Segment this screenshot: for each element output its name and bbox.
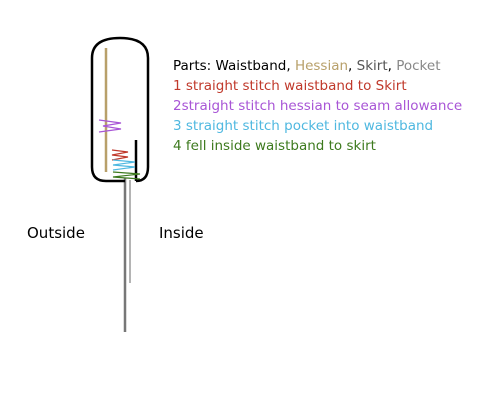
waistband-outline [90,36,150,183]
legend-step-3: 3 straight stitch pocket into waistband [173,118,434,134]
inside-label: Inside [159,224,204,242]
stitch-3-pocket [112,159,136,171]
legend-separator: , [286,58,295,74]
stitch-1-waistband-skirt [111,149,129,161]
legend: Parts: Waistband, Hessian, Skirt, Pocket… [173,56,462,156]
legend-step-2: 2straight stitch hessian to seam allowan… [173,98,463,114]
legend-separator: , [348,58,357,74]
legend-part-pocket: Pocket [396,58,441,74]
stitch-4-fell [112,171,141,180]
legend-step-1: 1 straight stitch waistband to Skirt [173,78,407,94]
legend-step-4: 4 fell inside waistband to skirt [173,138,376,154]
outside-label: Outside [27,224,85,242]
legend-parts-prefix: Parts: [173,58,216,74]
legend-parts-line: Parts: Waistband, Hessian, Skirt, Pocket [173,56,462,76]
legend-separator: , [387,58,397,74]
legend-part-hessian: Hessian [294,58,349,74]
legend-part-skirt: Skirt [356,58,388,74]
stitch-2-hessian [98,119,122,133]
legend-part-waistband: Waistband [215,58,287,74]
